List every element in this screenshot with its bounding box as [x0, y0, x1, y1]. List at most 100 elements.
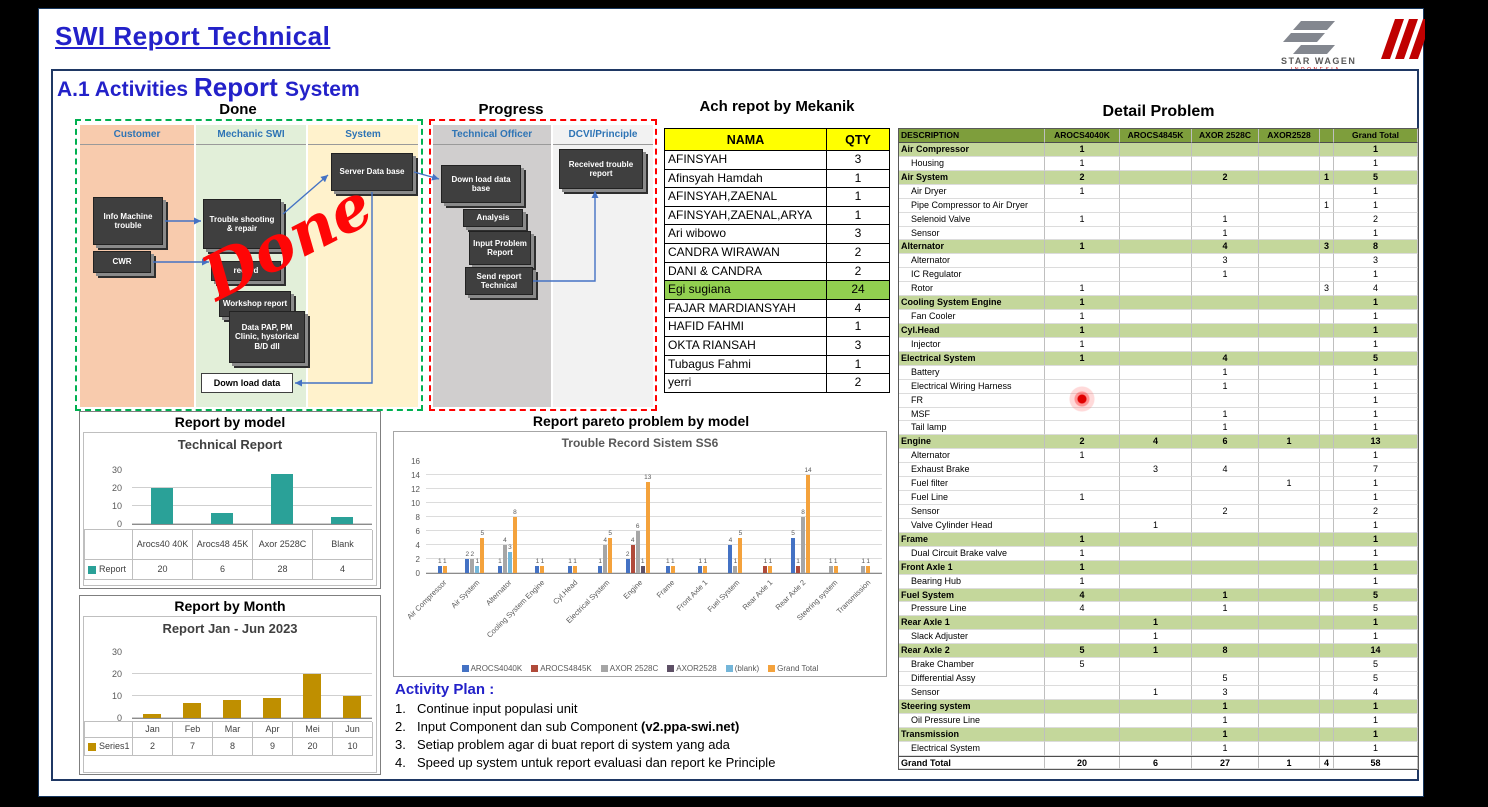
- pareto-bar-wrap: 1: [796, 461, 801, 573]
- detail-value-cell: [1192, 560, 1259, 575]
- detail-header-blank: [1320, 129, 1334, 143]
- star-wagen-logo: STAR WAGEN INDONESIA: [1277, 15, 1432, 73]
- pareto-bar-label: 5: [608, 530, 612, 537]
- detail-value-cell: 1: [1192, 268, 1259, 283]
- detail-value-cell: [1259, 713, 1320, 728]
- mekanik-qty-cell: 1: [854, 170, 862, 185]
- mekanik-qty-cell: 2: [854, 375, 862, 390]
- data-table-value: 7: [173, 738, 213, 756]
- data-table-value: 20: [293, 738, 333, 756]
- legend-label: AXOR2528: [676, 664, 717, 673]
- detail-value-cell: 1: [1334, 421, 1418, 436]
- detail-value-cell: 1: [1045, 574, 1120, 589]
- pareto-bar-label: 14: [804, 467, 812, 474]
- detail-value-cell: 1: [1045, 212, 1120, 227]
- detail-value-cell: 1: [1334, 226, 1418, 241]
- detail-value-cell: [1259, 282, 1320, 297]
- detail-header-description: DESCRIPTION: [899, 129, 1045, 143]
- y-tick-label: 2: [415, 555, 420, 564]
- pareto-bar: [635, 531, 640, 573]
- month-plot: [132, 653, 372, 719]
- slide[interactable]: SWI Report Technical STAR WAGEN INDONESI…: [38, 8, 1432, 797]
- detail-value-cell: [1320, 602, 1334, 617]
- node-input-problem-report: Input Problem Report: [469, 231, 531, 265]
- detail-value-cell: [1120, 282, 1192, 297]
- detail-header-arocs4040k: AROCS4040K: [1045, 129, 1120, 143]
- pareto-x-label: Fuel System: [705, 578, 742, 614]
- pareto-bar: [598, 566, 603, 573]
- detail-value-cell: 1: [1334, 477, 1418, 492]
- data-table-category: Axor 2528C: [253, 530, 313, 560]
- detail-value-cell: [1120, 156, 1192, 171]
- detail-value-cell: 1: [1259, 435, 1320, 450]
- pareto-bar: [630, 545, 635, 573]
- pareto-bar: [833, 566, 838, 573]
- node-trouble-shooting-repair: Trouble shooting & repair: [203, 199, 281, 249]
- detail-value-cell: [1259, 156, 1320, 171]
- pareto-bar-wrap: 1: [665, 461, 670, 573]
- pareto-bar: [535, 566, 540, 573]
- detail-value-cell: [1259, 644, 1320, 659]
- pareto-bar-wrap: 13: [644, 461, 651, 573]
- detail-description-cell: Alternator: [899, 449, 1045, 464]
- detail-value-cell: 4: [1320, 756, 1334, 770]
- pareto-bar-label: 1: [475, 558, 480, 565]
- pareto-bar: [540, 566, 545, 573]
- pareto-bar-wrap: 1: [763, 461, 768, 573]
- detail-value-cell: 1: [1120, 518, 1192, 533]
- detail-value-cell: [1120, 672, 1192, 686]
- activity-plan-item: 1.Continue input populasi unit: [395, 700, 900, 718]
- detail-value-cell: [1259, 296, 1320, 311]
- mekanik-nama-cell: Egi sugiana: [665, 281, 827, 299]
- detail-value-cell: 1: [1334, 184, 1418, 199]
- pareto-bar-wrap: 1: [866, 461, 871, 573]
- pareto-bar: [866, 566, 871, 573]
- detail-value-cell: [1120, 254, 1192, 269]
- pareto-bar-label: 1: [670, 558, 675, 565]
- detail-value-cell: [1320, 226, 1334, 241]
- pareto-bar: [573, 566, 578, 573]
- detail-value-cell: 1: [1045, 491, 1120, 505]
- detail-value-cell: 14: [1334, 644, 1418, 659]
- detail-value-cell: [1320, 143, 1334, 157]
- pareto-bar: [603, 545, 608, 573]
- mekanik-nama-cell: CANDRA WIRAWAN: [665, 243, 827, 262]
- legend-item: (blank): [725, 664, 759, 673]
- detail-description-cell: Housing: [899, 156, 1045, 171]
- detail-value-cell: 1: [1192, 699, 1259, 714]
- pareto-bar-wrap: 5: [608, 461, 613, 573]
- pareto-x-label: Electrical System: [564, 578, 612, 626]
- mekanik-qty-cell: 3: [854, 226, 862, 241]
- detail-value-cell: [1320, 184, 1334, 199]
- detail-value-cell: [1192, 296, 1259, 311]
- pareto-panel: Report pareto problem by model Trouble R…: [391, 411, 891, 679]
- pareto-bar-label: 4: [630, 537, 635, 544]
- data-table-value: 6: [193, 560, 253, 580]
- mekanik-qty-cell: 3: [854, 337, 862, 352]
- detail-value-cell: [1192, 630, 1259, 645]
- detail-value-cell: [1320, 351, 1334, 366]
- detail-description-cell: Electrical System: [899, 351, 1045, 366]
- pareto-bar-label: 1: [498, 558, 502, 565]
- detail-value-cell: [1192, 143, 1259, 157]
- pareto-bar-label: 1: [568, 558, 572, 565]
- detail-value-cell: 4: [1045, 602, 1120, 617]
- detail-value-cell: 1: [1334, 156, 1418, 171]
- pareto-bar: [796, 566, 801, 573]
